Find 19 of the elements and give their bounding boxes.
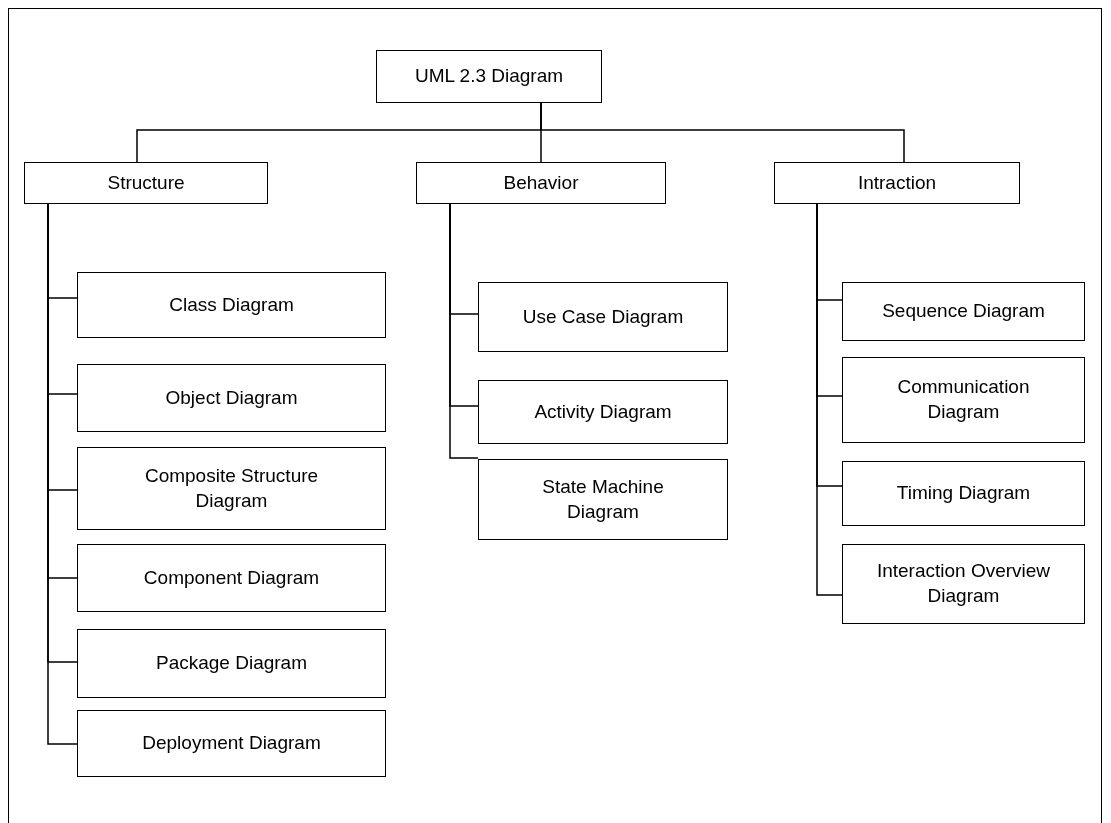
diagram-box: Activity Diagram [478,380,728,444]
diagram-box: Component Diagram [77,544,386,612]
diagram-box: Communication Diagram [842,357,1085,443]
diagram-box: Object Diagram [77,364,386,432]
diagram-box: Use Case Diagram [478,282,728,352]
root-box: UML 2.3 Diagram [376,50,602,103]
diagram-box: Intraction [774,162,1020,204]
connector-line [449,203,479,459]
diagram-box: Timing Diagram [842,461,1085,526]
diagram-box: State Machine Diagram [478,459,728,540]
diagram-box: Composite Structure Diagram [77,447,386,530]
diagram-box: Package Diagram [77,629,386,698]
diagram-box: Deployment Diagram [77,710,386,777]
diagram-box: Behavior [416,162,666,204]
diagram-box: Structure [24,162,268,204]
diagram-box: Class Diagram [77,272,386,338]
diagram-box: Sequence Diagram [842,282,1085,341]
connector-line [540,102,905,163]
diagram-box: Interaction Overview Diagram [842,544,1085,624]
